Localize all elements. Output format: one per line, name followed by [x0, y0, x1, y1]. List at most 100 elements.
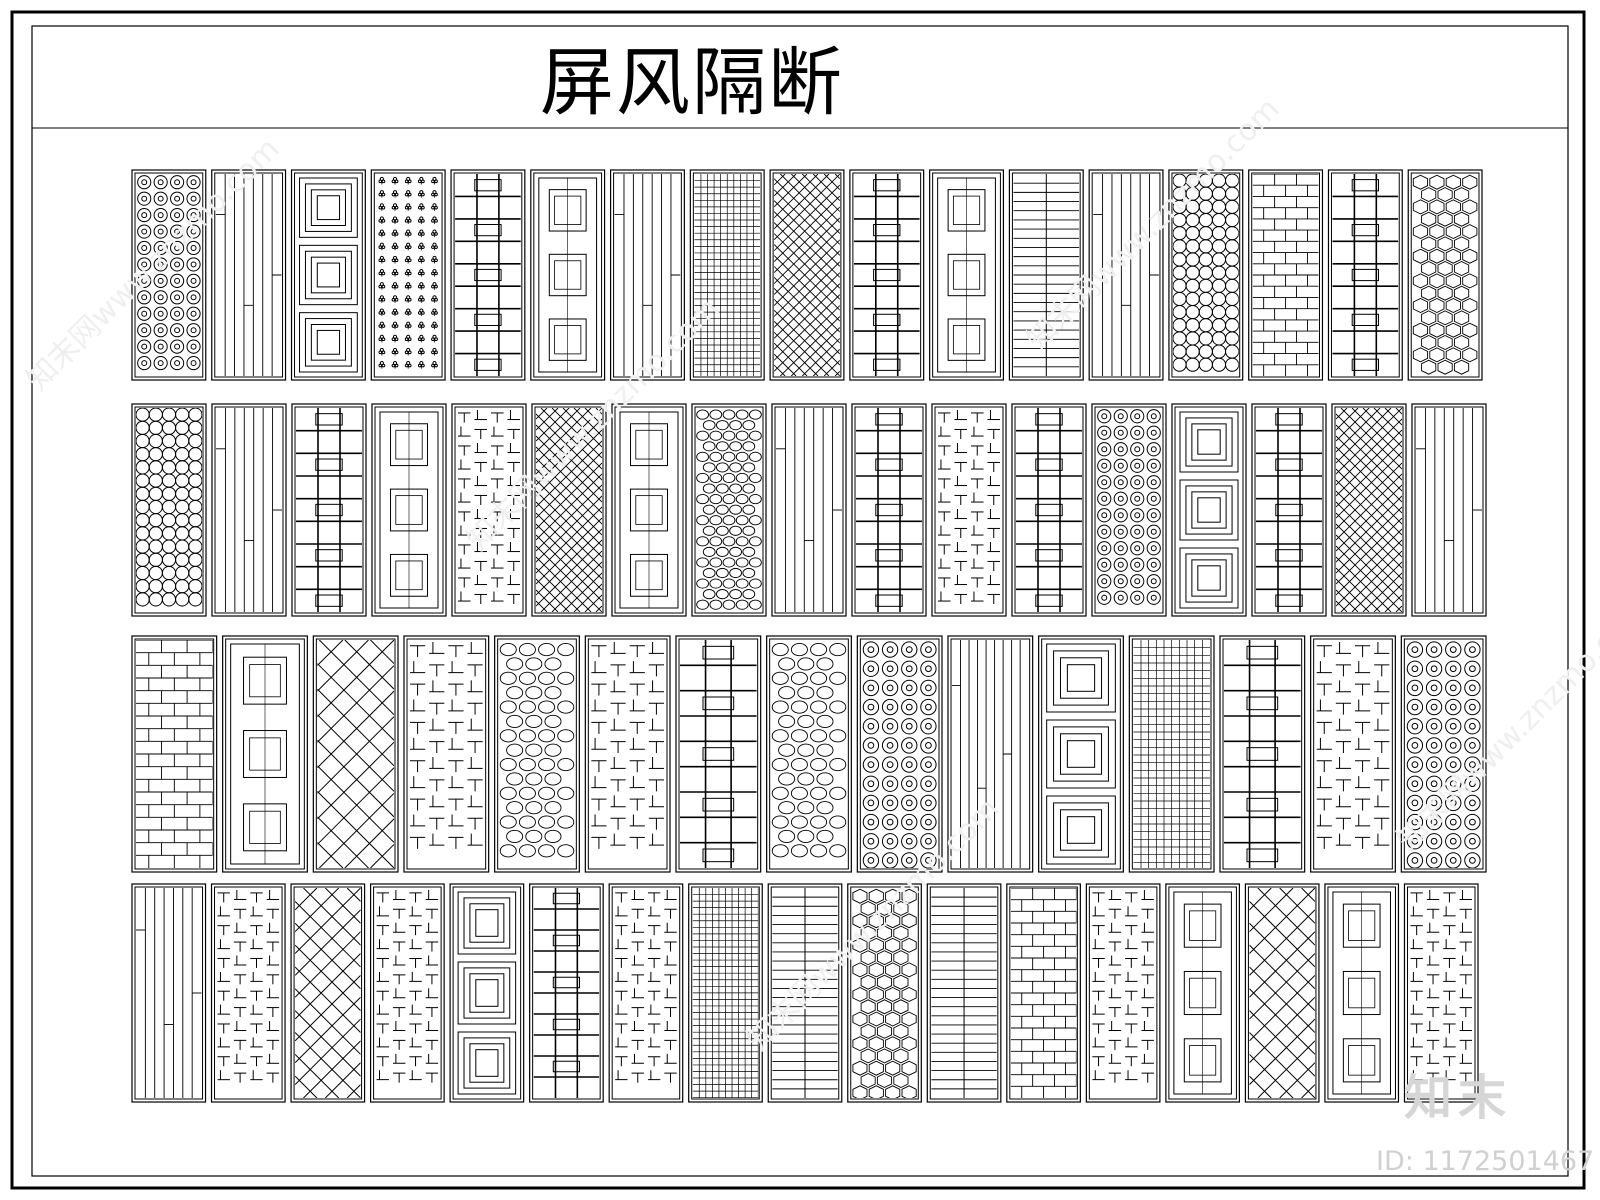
panel-pattern [1416, 408, 1482, 612]
screen-panel-fine-grid [689, 169, 765, 381]
panel-pattern [136, 888, 202, 1098]
panel-pattern [1252, 174, 1319, 376]
id-label: ID: [1376, 1146, 1414, 1177]
id-value: 1172501467 [1422, 1146, 1595, 1177]
screen-panel-diagonal-weave [769, 169, 845, 381]
panel-pattern [1093, 174, 1159, 376]
screen-panel-fret-grid [403, 635, 490, 873]
screen-panel-vertical-bars [1411, 403, 1487, 617]
screen-panel-fret-grid [608, 883, 684, 1103]
panel-pattern [379, 411, 439, 609]
panel-pattern [1010, 888, 1077, 1098]
screen-panel-voronoi [691, 403, 767, 617]
screen-panel-rosettes [856, 635, 943, 873]
screen-panel-honeycomb [1407, 169, 1483, 381]
screen-panel-stagger-bricks [1248, 169, 1324, 381]
screen-panel-window-grid [450, 169, 526, 381]
panel-pattern [1097, 409, 1161, 605]
panel-pattern [136, 640, 213, 868]
screen-panel-double-frame [1324, 883, 1400, 1103]
panel-pattern [937, 177, 996, 373]
screen-panel-rosettes [1400, 635, 1487, 873]
panel-pattern [776, 408, 842, 612]
panel-pattern [1332, 891, 1391, 1095]
screen-panel-window-grid [1219, 635, 1306, 873]
screen-panel-fret-grid [1403, 883, 1479, 1103]
panel-pattern [853, 174, 920, 376]
screen-panel-diamond-lattice [290, 883, 366, 1103]
screen-panel-double-frame [929, 169, 1005, 381]
panel-pattern [1046, 643, 1116, 865]
drawing-id: ID: 1172501467 [1376, 1145, 1594, 1179]
panel-pattern [1410, 890, 1472, 1083]
screen-panel-fleur-lattice [370, 169, 446, 381]
screen-panel-fret-grid [1310, 635, 1396, 873]
screen-panel-window-grid [1327, 169, 1403, 381]
panel-pattern [317, 640, 395, 868]
panel-pattern [1016, 408, 1082, 612]
panel-pattern [1013, 174, 1080, 376]
panel-pattern [296, 408, 362, 612]
screen-panel-fret-grid [210, 883, 286, 1103]
screen-panel-fret-grid [584, 635, 671, 873]
screen-panel-double-frame [1165, 883, 1241, 1103]
screen-panel-pebbles [766, 635, 852, 873]
screen-panel-diagonal-weave [1331, 403, 1407, 617]
panel-pattern [1316, 642, 1390, 849]
screen-panel-rosettes [1091, 403, 1167, 617]
panel-pattern [856, 408, 922, 612]
screen-panel-vertical-bars [1088, 169, 1164, 381]
screen-panel-fret-grid [1085, 883, 1161, 1103]
screen-panel-fret-grid [451, 403, 527, 617]
screen-panel-circle-lattice [1168, 169, 1244, 381]
panel-pattern [931, 888, 997, 1098]
panel-pattern [1173, 891, 1232, 1095]
screen-panel-vertical-bars [609, 169, 685, 381]
panel-pattern [1412, 174, 1478, 375]
brand-logo: 知末 [1404, 1070, 1513, 1126]
screen-panel-diamond-lattice [1244, 883, 1320, 1103]
screen-panel-honeycomb [847, 883, 922, 1103]
panel-pattern [499, 642, 575, 858]
screen-panel-vertical-bars [131, 883, 207, 1103]
screen-panel-nested-frames [1038, 635, 1124, 873]
screen-panel-stagger-bricks [131, 635, 218, 873]
panel-pattern [696, 409, 762, 610]
panel-pattern [533, 888, 600, 1098]
panel-pattern [694, 174, 761, 376]
screen-panel-window-grid [851, 403, 927, 617]
panel-pattern [615, 890, 677, 1083]
screen-panel-nested-frames [449, 883, 525, 1103]
screen-panel-double-frame [371, 403, 447, 617]
panel-pattern [952, 640, 1021, 868]
sheet-title: 屏风隔断 [540, 40, 844, 126]
screen-panel-double-frame [611, 403, 687, 617]
panel-pattern [137, 175, 201, 371]
screen-panel-double-frame [222, 635, 308, 873]
screen-panel-nested-frames [1171, 403, 1247, 617]
panel-pattern [1332, 174, 1399, 376]
screen-panel-vertical-bars [947, 635, 1034, 873]
screen-panel-window-grid [529, 883, 604, 1103]
panel-pattern [772, 888, 838, 1098]
panel-pattern [1336, 408, 1402, 612]
panel-pattern [1172, 174, 1239, 372]
panel-catalog [131, 169, 1487, 1103]
panel-pattern [455, 174, 521, 376]
screen-panel-horizontal-bars [926, 883, 1002, 1103]
panel-pattern [376, 890, 439, 1083]
screen-panel-fine-grid [1128, 635, 1215, 873]
screen-panel-double-frame [530, 169, 606, 381]
screen-panel-circle-lattice [131, 403, 207, 617]
panel-pattern [938, 410, 1000, 604]
screen-panel-window-grid [849, 169, 925, 381]
panel-pattern [410, 642, 483, 849]
panel-pattern [680, 640, 757, 868]
panel-pattern [1133, 640, 1210, 868]
panel-pattern [536, 408, 602, 612]
screen-panel-window-grid [675, 635, 762, 873]
inner-border [31, 25, 1569, 1177]
panel-pattern [774, 174, 840, 376]
panel-pattern [692, 888, 759, 1098]
screen-panel-vertical-bars [771, 403, 847, 617]
